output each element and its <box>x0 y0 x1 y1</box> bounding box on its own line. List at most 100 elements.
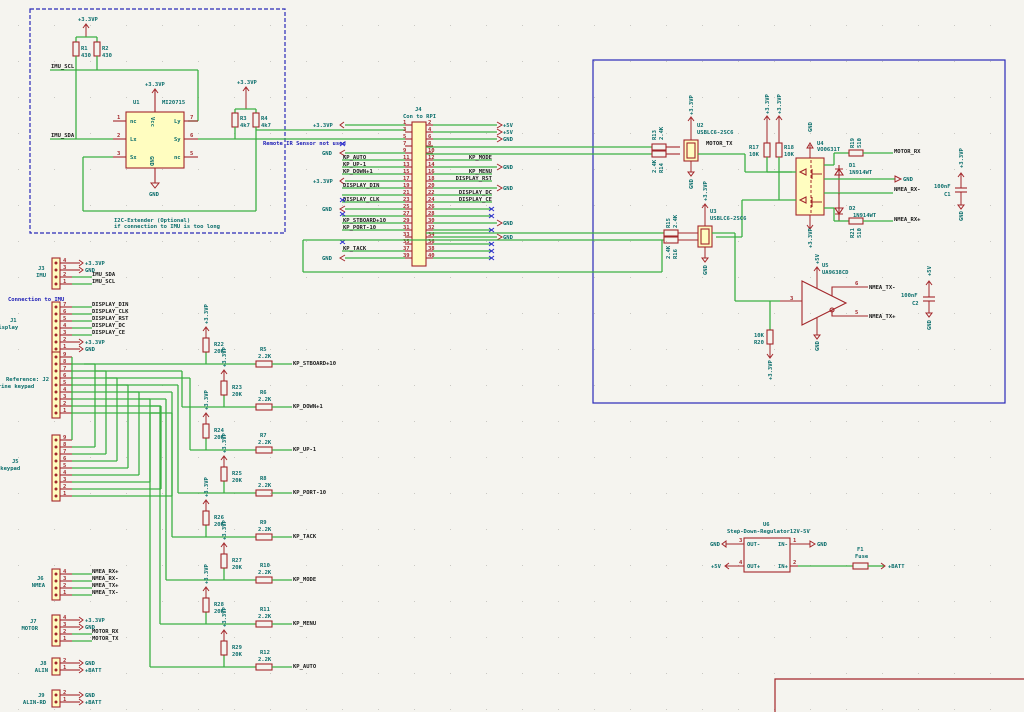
j4-power-label: GND <box>503 221 514 227</box>
j4-pin-num: 20 <box>428 183 435 189</box>
series-ref: R12 <box>260 650 270 656</box>
u1-chip[interactable] <box>125 111 185 169</box>
u4-optocoupler[interactable] <box>795 157 825 216</box>
r20-resistor[interactable] <box>766 329 774 345</box>
svg-text:C2: C2 <box>912 301 919 307</box>
j4-body[interactable] <box>411 121 427 267</box>
connector-ref: J7 <box>30 619 37 625</box>
r1-value: 430 <box>81 53 91 59</box>
series-value: 2.2K <box>258 397 272 403</box>
no-connect-marker <box>339 197 346 203</box>
r2-resistor[interactable] <box>93 41 101 57</box>
svg-text:510: 510 <box>857 228 863 238</box>
connector-ref: J3 <box>38 266 45 272</box>
connector-pin-num: 1 <box>63 344 67 350</box>
title-block-border <box>774 678 1024 712</box>
series-resistor[interactable] <box>255 489 273 497</box>
connector-net-label: DISPLAY_CE <box>92 330 125 336</box>
pullup-resistor[interactable] <box>202 510 210 526</box>
connector-net-label: IMU_SDA <box>92 272 116 278</box>
j4-power-label: GND <box>322 256 333 262</box>
u5-line-driver[interactable] <box>801 280 848 326</box>
j4-power-label: GND <box>322 207 333 213</box>
pullup-ref: R28 <box>214 602 224 608</box>
j4-net-label: DISPLAY_CLK <box>343 197 380 203</box>
svg-text:+3.3VP: +3.3VP <box>768 359 774 380</box>
connector-j3[interactable] <box>51 257 61 290</box>
svg-text:+BATT: +BATT <box>888 564 905 570</box>
r15-resistor[interactable] <box>663 229 679 237</box>
r19-resistor[interactable] <box>848 149 864 157</box>
series-resistor[interactable] <box>255 360 273 368</box>
connector-j9[interactable] <box>51 689 61 708</box>
pullup-resistor[interactable] <box>220 466 228 482</box>
pullup-resistor[interactable] <box>220 553 228 569</box>
svg-text:+3.3VP: +3.3VP <box>808 227 814 248</box>
connector-net-label: MOTOR_TX <box>92 636 119 642</box>
r17-resistor[interactable] <box>763 142 771 158</box>
r16-resistor[interactable] <box>663 236 679 244</box>
r18-resistor[interactable] <box>775 142 783 158</box>
svg-text:GND: GND <box>817 542 828 548</box>
connector-j8[interactable] <box>51 657 61 676</box>
svg-text:4: 4 <box>739 560 743 566</box>
pullup-ref: R23 <box>232 385 242 391</box>
u6-regulator[interactable] <box>743 537 791 573</box>
gnd-label: GND <box>149 192 160 198</box>
pullup-resistor[interactable] <box>202 423 210 439</box>
r3-resistor[interactable] <box>231 112 239 128</box>
connector-power-label: GND <box>85 693 96 699</box>
svg-text:GND: GND <box>808 121 814 132</box>
series-ref: R10 <box>260 563 270 569</box>
series-resistor[interactable] <box>255 663 273 671</box>
r1-ref: R1 <box>81 46 88 52</box>
imu-note-1: I2C-Extender (Optional) <box>114 218 190 224</box>
no-connect-marker <box>339 141 346 147</box>
series-resistor[interactable] <box>255 620 273 628</box>
pullup-resistor[interactable] <box>202 597 210 613</box>
pullup-resistor[interactable] <box>220 640 228 656</box>
r13-resistor[interactable] <box>651 143 667 151</box>
r1-resistor[interactable] <box>72 41 80 57</box>
svg-text:2: 2 <box>117 133 120 139</box>
series-resistor[interactable] <box>255 576 273 584</box>
j4-power-label: +5V <box>503 130 514 136</box>
pullup-value: 20K <box>214 609 225 615</box>
connector-j7[interactable] <box>51 614 61 647</box>
connector-value: NMEA <box>32 583 46 589</box>
svg-text:+3.3VP: +3.3VP <box>689 94 695 115</box>
r14-resistor[interactable] <box>651 150 667 158</box>
connector-pin-num: 7 <box>63 302 66 308</box>
svg-text:Ly: Ly <box>174 119 181 125</box>
svg-text:+5V: +5V <box>815 253 821 264</box>
j4-net-label: KP_DOWN+1 <box>343 169 373 175</box>
connector-pin-num: 1 <box>63 408 67 414</box>
r4-resistor[interactable] <box>252 112 260 128</box>
j4-pin-num: 36 <box>428 239 435 245</box>
net-nmea-tx-plus: NMEA_TX+ <box>869 314 896 320</box>
j4-net-label: DISPLAY_DC <box>459 190 492 196</box>
pullup-resistor[interactable] <box>202 337 210 353</box>
pullup-ref: R25 <box>232 471 242 477</box>
svg-text:+3.3VP: +3.3VP <box>237 80 258 86</box>
connector-pin-num: 8 <box>63 359 66 365</box>
connector-pin-num: 3 <box>63 265 66 271</box>
j4-pin-num: 33 <box>403 232 410 238</box>
j4-pin-num: 39 <box>403 253 410 259</box>
r2-ref: R2 <box>102 46 109 52</box>
svg-text:R20: R20 <box>754 340 764 346</box>
f1-fuse[interactable] <box>852 562 869 570</box>
j4-pin-num: 32 <box>428 225 435 231</box>
j4-pin-num: 9 <box>403 148 406 154</box>
j4-power-label: +3.3VP <box>313 179 334 185</box>
connector-j6[interactable] <box>51 568 61 601</box>
connector-pin-num: 4 <box>63 387 67 393</box>
j4-net-label: DISPLAY_RST <box>456 176 493 182</box>
series-resistor[interactable] <box>255 533 273 541</box>
series-resistor[interactable] <box>255 446 273 454</box>
j4-pin-num: 17 <box>403 176 410 182</box>
svg-text:10K: 10K <box>749 152 760 158</box>
pullup-resistor[interactable] <box>220 380 228 396</box>
series-resistor[interactable] <box>255 403 273 411</box>
